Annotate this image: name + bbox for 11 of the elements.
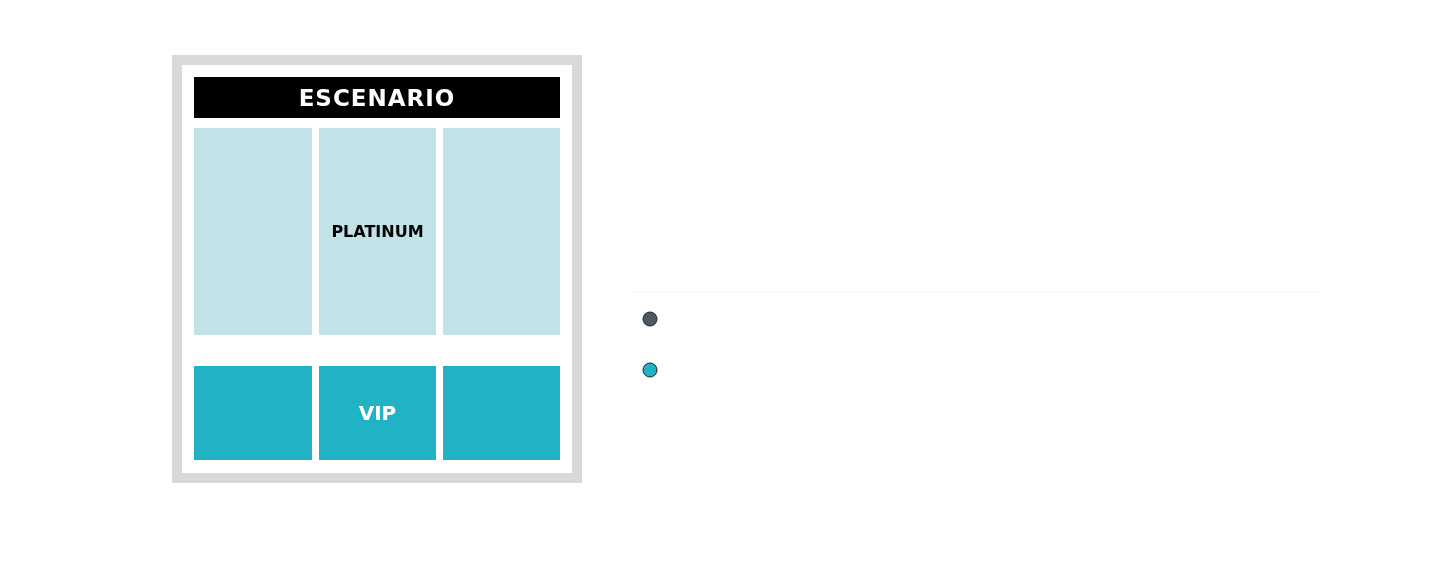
seating-zone [443, 366, 560, 460]
stage-bar [194, 77, 560, 118]
seating-zone [194, 366, 312, 460]
seating-zone [194, 128, 312, 335]
seating-zone [319, 366, 436, 460]
zone-label: ESCENARIO [298, 84, 456, 111]
seating-zone [319, 128, 436, 335]
seating-zone [443, 128, 560, 335]
zone-label: PLATINUM [331, 222, 424, 241]
venue-frame [172, 55, 582, 483]
zone-label: VIP [358, 401, 397, 425]
